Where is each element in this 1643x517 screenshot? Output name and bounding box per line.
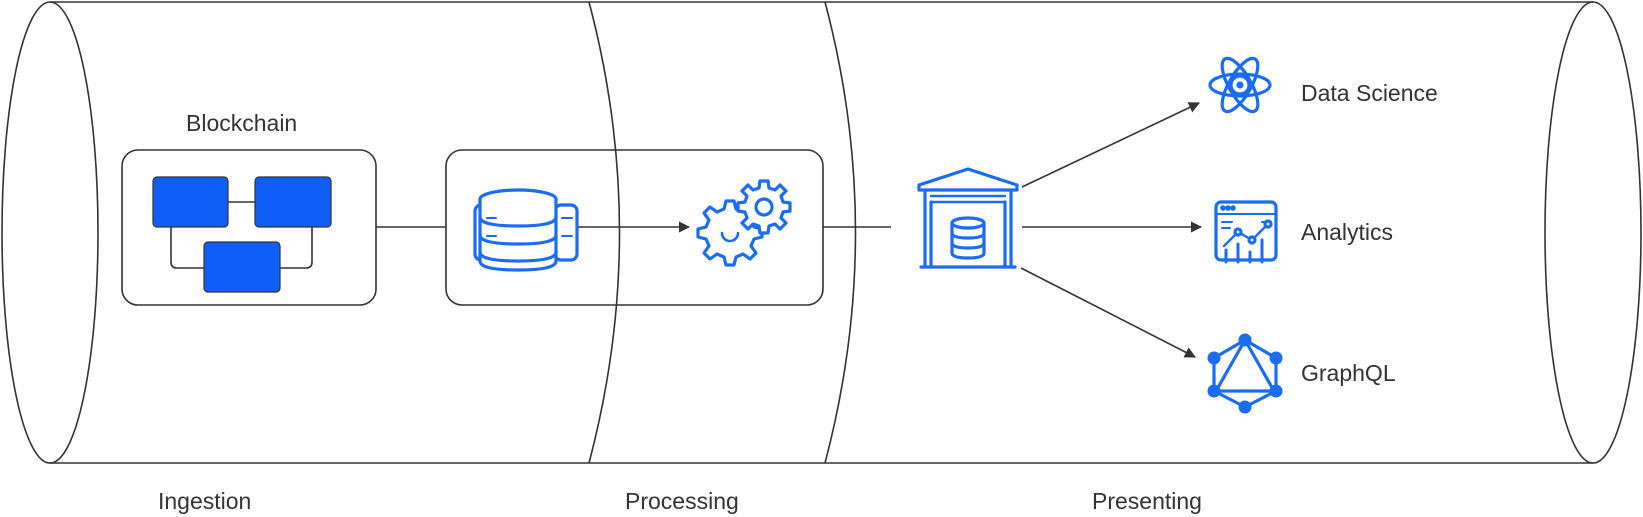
atom-icon [1208,56,1272,114]
output-label-data-science: Data Science [1301,80,1438,106]
blockchain-group: Blockchain [121,110,377,306]
output-label-analytics: Analytics [1301,219,1393,245]
stage-divider-2 [824,1,857,464]
database-stack-icon [473,188,579,272]
gears-icon [696,179,792,267]
arrow-to-graphql [1020,267,1196,358]
stage-label-processing: Processing [625,488,739,514]
block-link-1-3 [170,227,204,269]
cylinder-right-cap [1544,1,1642,464]
arrow-to-data-science [1021,102,1201,188]
gear-small [736,179,792,235]
blockchain-block-1 [152,176,229,228]
blockchain-block-3 [203,241,281,293]
stage-divider-1 [588,1,621,464]
cylinder-left-cap [1,1,99,464]
analytics-dashboard-icon [1214,200,1278,264]
blockchain-block-2 [254,176,332,228]
stage-label-ingestion: Ingestion [158,488,251,514]
graphql-icon [1207,333,1283,414]
data-warehouse-icon [917,167,1019,269]
block-link-2-3 [280,227,313,269]
processing-group [445,149,824,306]
pipeline-cylinder [1,1,1642,464]
blockchain-title: Blockchain [186,110,297,136]
stage-label-presenting: Presenting [1092,488,1202,514]
output-label-graphql: GraphQL [1301,360,1396,386]
